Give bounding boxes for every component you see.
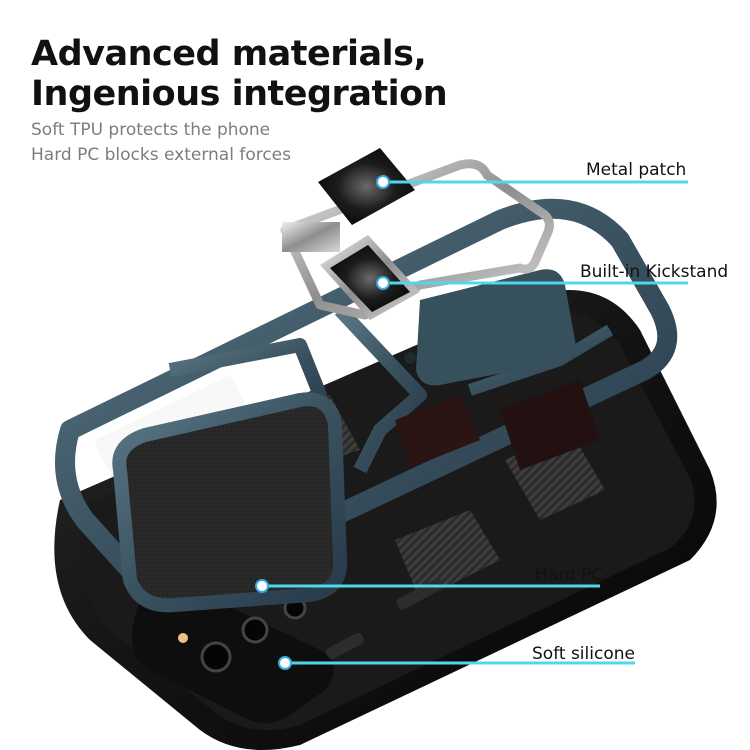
callout-dot bbox=[376, 175, 390, 189]
kickstand-plate bbox=[320, 235, 420, 320]
subcopy: Soft TPU protects the phone Hard PC bloc… bbox=[31, 118, 291, 168]
flash-icon bbox=[178, 633, 188, 643]
hard-pc-frame bbox=[55, 198, 678, 613]
headline-line-2: Ingenious integration bbox=[31, 74, 448, 114]
callout-dot bbox=[255, 579, 269, 593]
callout-label-hard-pc: Hard PC bbox=[535, 565, 604, 585]
headline-line-1: Advanced materials, bbox=[31, 34, 427, 74]
subcopy-line-2: Hard PC blocks external forces bbox=[31, 145, 291, 165]
camera-module bbox=[132, 583, 334, 724]
carbon-insert bbox=[395, 510, 500, 600]
headline: Advanced materials, Ingenious integratio… bbox=[31, 34, 448, 114]
callout-dot bbox=[278, 656, 292, 670]
camera-lens bbox=[241, 616, 269, 644]
callout-dot bbox=[376, 276, 390, 290]
kickstand-bracket bbox=[280, 159, 554, 320]
callout-label-metal-patch: Metal patch bbox=[586, 160, 687, 180]
camera-lens bbox=[200, 641, 232, 673]
callout-label-soft-silicone: Soft silicone bbox=[532, 644, 635, 664]
callout-lines bbox=[255, 175, 688, 670]
side-button bbox=[325, 632, 365, 660]
subcopy-line-1: Soft TPU protects the phone bbox=[31, 120, 271, 140]
callout-label-kickstand: Built-in Kickstand bbox=[580, 262, 729, 282]
